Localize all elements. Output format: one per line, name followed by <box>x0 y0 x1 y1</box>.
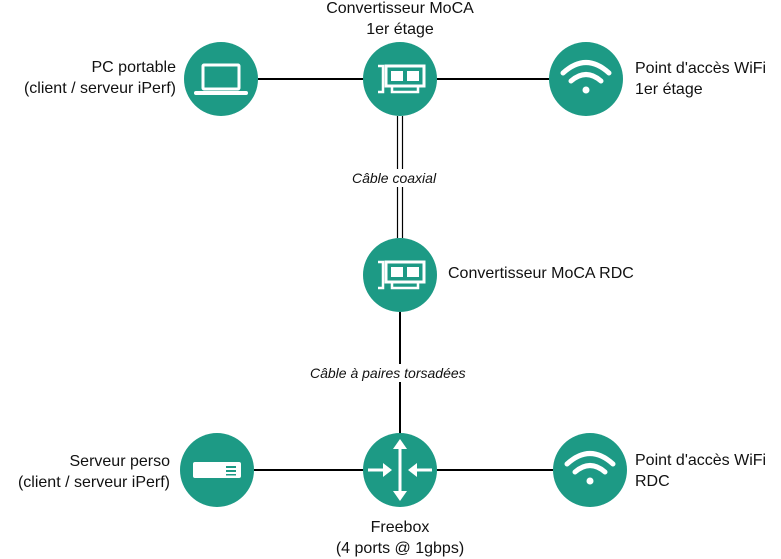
freebox-label: Freebox (4 ports @ 1gbps) <box>335 519 465 557</box>
ap-ground-label: Point d'accès WiFi RDC <box>635 452 767 490</box>
moca-upper-label: Convertisseur MoCA 1er étage <box>326 0 474 38</box>
laptop-icon <box>194 63 248 95</box>
node-ap-ground <box>553 433 627 507</box>
network-card-icon <box>378 64 426 94</box>
server-label: Serveur perso (client / serveur iPerf) <box>17 453 170 491</box>
wifi-icon <box>564 451 616 485</box>
node-moca-upper <box>363 42 437 116</box>
network-card-icon <box>378 260 426 290</box>
moca-ground-label: Convertisseur MoCA RDC <box>448 265 634 282</box>
node-moca-ground <box>363 238 437 312</box>
twisted-pair-label: Câble à paires torsadées <box>308 364 468 382</box>
server-icon <box>193 462 241 478</box>
node-server <box>180 433 254 507</box>
node-laptop <box>184 42 258 116</box>
coax-cable-label: Câble coaxial <box>350 169 439 187</box>
wifi-icon <box>560 60 612 94</box>
ap-upper-label: Point d'accès WiFi 1er étage <box>635 60 767 98</box>
laptop-label: PC portable (client / serveur iPerf) <box>23 59 176 97</box>
node-freebox <box>363 433 437 507</box>
node-ap-upper <box>549 42 623 116</box>
router-icon <box>368 439 432 501</box>
